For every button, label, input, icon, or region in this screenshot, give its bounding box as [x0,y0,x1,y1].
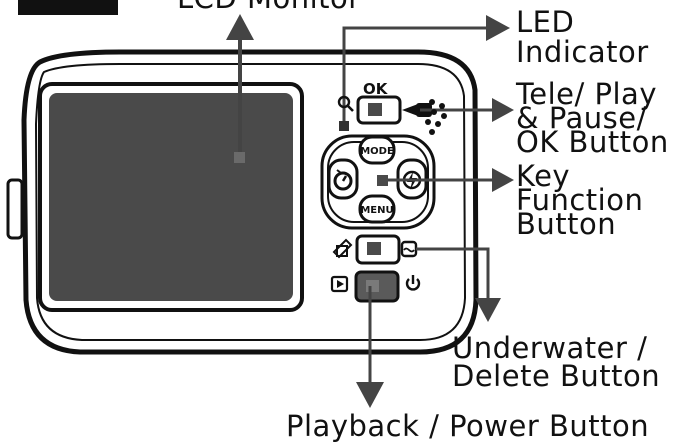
side-strap-lug [6,178,24,240]
underwater-label-line1: Underwater / [452,331,647,365]
tele-label-line2: & Pause/ [516,101,647,135]
key-label-line3: Button [516,207,616,241]
playback-arrow-head [356,382,384,408]
speaker-icon [425,99,447,135]
led-arrow-head [486,15,510,41]
underwater-arrow-head [475,298,501,322]
lcd-screen [49,93,293,301]
d-pad-center-marker [377,175,388,186]
underwater-leader-line [416,247,490,300]
lcd-monitor [38,82,304,312]
delete-icon [332,238,353,259]
underwater-button-marker [367,242,381,255]
led-indicator [339,121,349,131]
camera-inner-outline [34,63,467,341]
lcd-arrow-head [226,14,254,40]
mode-button[interactable]: MODE [358,135,396,165]
power-icon [405,275,421,291]
key-label-line2: Function [516,183,643,217]
ok-label: OK [363,80,389,98]
playback-button-marker [366,280,379,292]
playback-label: Playback / Power Button [286,409,649,443]
led-label-line2: Indicator [516,35,649,69]
self-timer-button[interactable] [327,158,359,200]
led-label-line1: LED [516,5,574,39]
self-timer-icon [333,169,353,191]
play-icon [330,275,349,293]
ok-button-marker [368,103,382,116]
top-tab [18,0,118,15]
mode-button-label: MODE [360,146,394,157]
tele-label-line3: OK Button [516,125,669,159]
led-leader-line [342,26,486,121]
tele-arrow-head [492,98,514,122]
underwater-label-line2: Delete Button [452,359,660,393]
key-label-line1: Key [516,159,570,193]
lcd-center-marker [234,152,245,163]
lcd-monitor-label: LCD Monitor [177,0,361,15]
menu-button[interactable]: MENU [358,194,396,224]
key-arrow-head [492,168,514,192]
d-pad: MODE MENU [320,134,436,230]
magnify-icon [337,95,354,112]
menu-button-label: MENU [360,205,393,216]
tele-label-line1: Tele/ Play [515,77,657,111]
